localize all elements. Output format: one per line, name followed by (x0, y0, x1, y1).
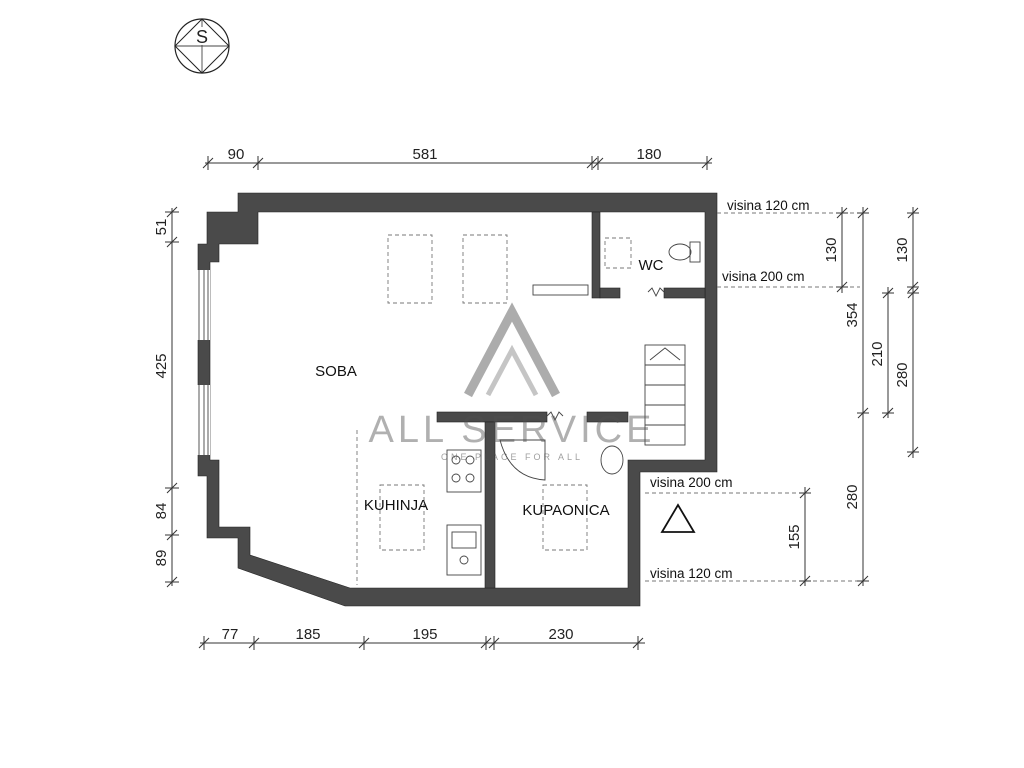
top-dimension-line: 90 581 180 (202, 146, 713, 170)
dim-top-3: 180 (636, 146, 661, 163)
dim-bottom-4: 230 (548, 626, 573, 643)
left-dimension-line: 51 425 84 89 (153, 206, 179, 588)
dim-bottom-2: 185 (295, 626, 320, 643)
stove-icon (446, 449, 482, 493)
watermark-tagline: ONE PLACE FOR ALL (441, 452, 583, 462)
watermark-brand: ALL SERVICE (369, 409, 656, 451)
walls (196, 192, 718, 607)
washbasin-icon (600, 445, 624, 475)
note-height-200-top: visina 200 cm (722, 269, 805, 284)
note-height-120-top: visina 120 cm (727, 198, 810, 213)
room-label-kuhinja: KUHINJA (364, 497, 428, 514)
dim-right-lower-2: 280 (844, 484, 861, 509)
note-height-200-bottom: visina 200 cm (650, 475, 733, 490)
dim-top-1: 90 (228, 146, 245, 163)
watermark: ALL SERVICE ONE PLACE FOR ALL (369, 302, 656, 462)
dim-bottom-1: 77 (222, 626, 239, 643)
triangle-marker-icon (660, 503, 696, 533)
dim-left-2: 425 (153, 353, 170, 378)
dim-left-1: 51 (153, 219, 170, 236)
dim-right-outer-1: 130 (894, 237, 911, 262)
compass-letter: S (196, 27, 208, 47)
fixtures (356, 234, 701, 585)
room-label-wc: WC (639, 257, 664, 274)
kitchen-sink-icon (446, 524, 482, 576)
toilet-icon (668, 241, 701, 263)
skylight-bathroom (542, 484, 588, 551)
skylight-1 (387, 234, 433, 304)
dim-right-inner-2: 354 (844, 302, 861, 327)
room-label-soba: SOBA (315, 363, 357, 380)
counter-shelf (532, 284, 589, 296)
skylight-2 (462, 234, 508, 304)
skylight-wc (604, 237, 632, 269)
compass-icon: S (174, 18, 230, 74)
dim-right-lower-1: 155 (786, 524, 803, 549)
right-dimension-lines: 130 354 280 210 130 280 15 (786, 207, 919, 587)
dim-top-2: 581 (412, 146, 437, 163)
shower-icon (499, 439, 546, 481)
skylight-kitchen (379, 484, 425, 551)
dim-left-4: 89 (153, 550, 170, 567)
stairs (644, 344, 686, 446)
dim-right-inner-1: 130 (823, 237, 840, 262)
bottom-dimension-line: 77 185 195 230 (198, 626, 645, 650)
dim-bottom-3: 195 (412, 626, 437, 643)
dim-right-mid-1: 210 (869, 341, 886, 366)
dim-right-outer-2: 280 (894, 362, 911, 387)
note-height-120-bottom: visina 120 cm (650, 566, 733, 581)
room-label-kupaonica: KUPAONICA (522, 502, 609, 519)
dim-left-3: 84 (153, 503, 170, 520)
